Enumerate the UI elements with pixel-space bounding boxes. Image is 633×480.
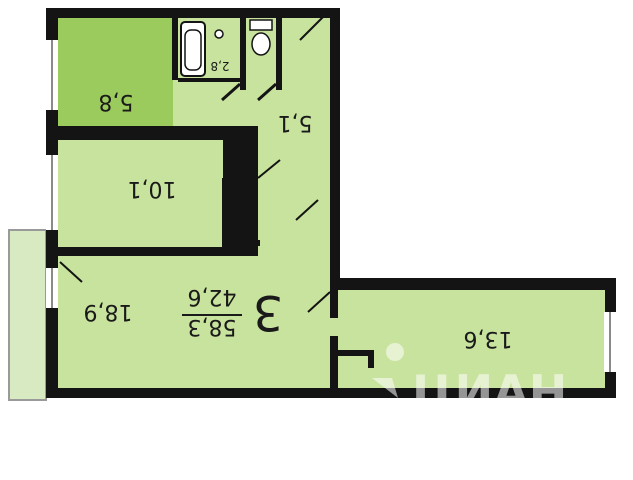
room-kitchen [58,18,173,126]
room-living-room [58,256,330,388]
wall-bedroom-living [58,247,228,255]
wall-bedroom-hall-stub [230,205,258,211]
wall-door-post-1 [252,178,258,210]
faucet-icon [214,29,224,39]
wall-bath-bottom [178,78,240,82]
toilet-bowl-icon [251,32,271,56]
door-swing [299,15,325,41]
bathtub-inner [184,29,202,71]
wall-bath-mid [240,18,246,90]
wall-bath-left [172,18,178,80]
room-bedroom-2 [330,290,605,388]
balcony [8,229,47,401]
total-area: 58,3 [188,314,237,339]
door-swing [257,82,277,102]
area-label-bedroom-2: 13,6 [464,326,513,351]
area-label-living-room: 18,9 [84,299,133,324]
rooms-count: 3 [253,284,284,340]
wall-door-post-2 [236,240,260,246]
door-swing [295,199,319,221]
wall-hall-bedroom2 [330,290,338,318]
door-swing [59,261,83,283]
area-label-hallway: 5,1 [278,110,313,135]
wall-wc-right [276,18,282,90]
living-area: 42,6 [188,284,237,309]
watermark-text: ЦИАН [412,365,567,419]
area-label-kitchen: 5,8 [99,89,134,114]
watermark-logo [372,343,404,398]
wall-bedroom2-door-2 [368,356,374,368]
wall-bedroom2-stub [330,336,338,388]
door-swing [257,159,281,179]
area-label-bathroom: 2,8 [210,59,229,73]
door-swing [221,82,241,102]
wall-bedroom-hall-v [222,178,230,248]
toilet-tank-icon [249,19,273,31]
wall-kitchen-bedroom [58,126,258,134]
area-label-bedroom-1: 10,1 [128,176,177,201]
room-bedroom-1 [58,140,223,247]
door-swing [307,291,331,313]
wall-bedroom2-door [338,350,374,356]
